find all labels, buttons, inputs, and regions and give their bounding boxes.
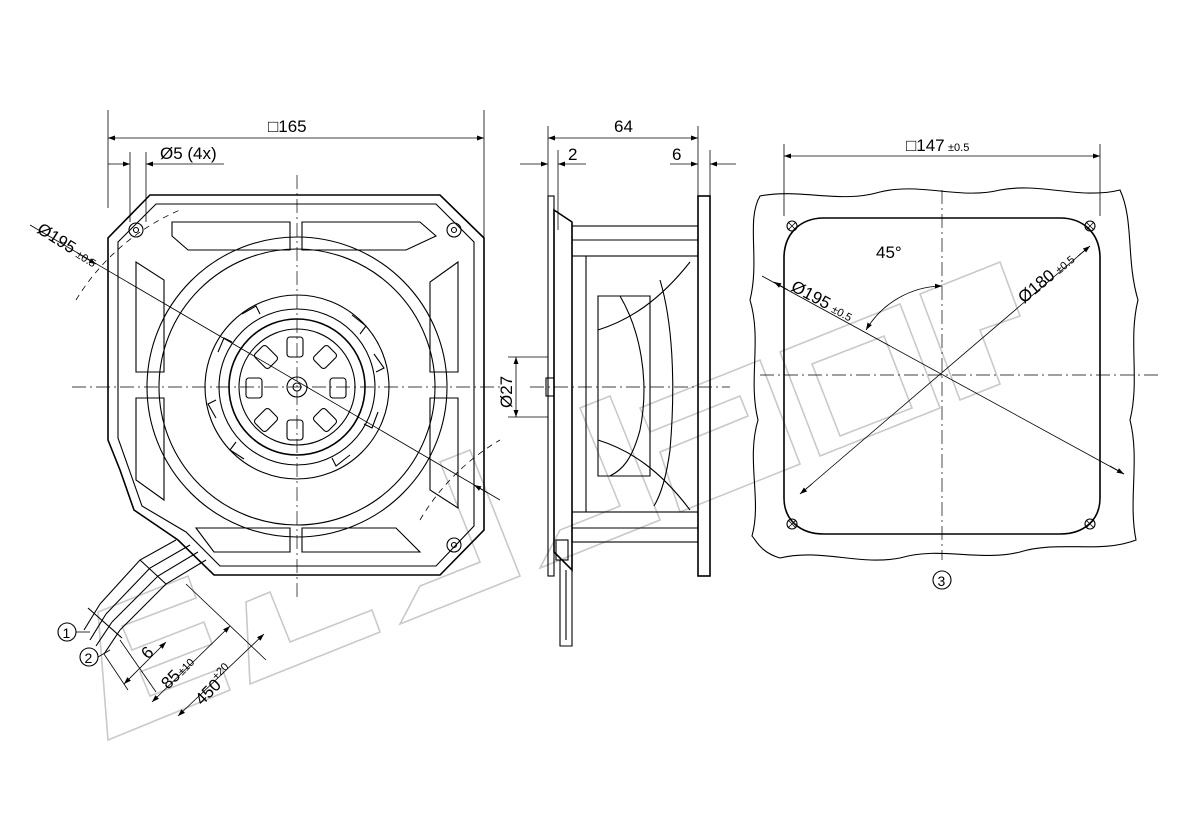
rear-plate	[547, 195, 555, 577]
mounting-hole	[446, 537, 462, 553]
callout-3-circle	[932, 570, 952, 590]
depth-dimension-label: 64	[614, 117, 633, 136]
hub-slots	[245, 336, 347, 441]
lead-450-dimension-line	[177, 633, 265, 717]
housing-bottom	[571, 511, 699, 543]
fan-frame-inner	[117, 203, 475, 567]
mounting-hole	[446, 222, 462, 238]
cutout-diag-180-tolerance: ±0.5	[1053, 254, 1077, 277]
diameter-leader-line	[29, 224, 501, 501]
blade-profile	[653, 279, 674, 507]
bolt-circle-arc	[419, 439, 501, 521]
front-view: □165 Ø5 (4x)	[29, 110, 501, 717]
angle-label: 45°	[876, 243, 902, 262]
cutout-width-tolerance: ±0.5	[948, 142, 969, 154]
fan-frame-outline	[107, 194, 485, 576]
cutout-diag-180-label: Ø180	[1014, 266, 1058, 307]
cutout-hole	[1084, 220, 1096, 232]
mounting-hole	[128, 222, 144, 238]
cutout-holes	[786, 220, 1096, 530]
extension-line	[103, 653, 129, 691]
callout-leader	[97, 649, 111, 658]
diagonal-arrow	[1109, 465, 1125, 475]
lead-6-label: 6	[137, 643, 157, 663]
diagonal-180	[799, 245, 1091, 495]
diagonal-195	[761, 275, 1125, 475]
panel-outline	[749, 187, 1139, 561]
callout-2-label: 2	[85, 650, 93, 666]
bolt-circle-label: Ø195	[34, 219, 79, 257]
cutout-diag-195-label: Ø195	[788, 277, 834, 313]
cutout-hole	[786, 518, 798, 530]
blade-profile	[597, 439, 691, 511]
diameter-arrow	[81, 255, 97, 265]
hole-dimension-label: Ø5 (4x)	[160, 144, 217, 163]
callout-1-label: 1	[63, 625, 71, 641]
bolt-circle-tolerance: ±0.5	[73, 249, 97, 270]
cutout-hole	[1084, 518, 1096, 530]
connector	[555, 539, 569, 561]
callout-3-label: 3	[938, 573, 946, 589]
cutout-width-label: □147	[906, 136, 945, 155]
mounting-hole-center	[450, 541, 458, 549]
diameter-arrow	[473, 484, 489, 494]
lead-exit	[559, 560, 573, 647]
side-view: 64 2 6 Ø27	[497, 117, 736, 647]
cutout-hole	[786, 220, 798, 232]
right-flange-label: 6	[672, 145, 681, 164]
mounting-holes	[128, 222, 462, 553]
cutout-view: □147 ±0.5 Ø195 ±0.5 Ø180 ±0.5	[749, 136, 1160, 590]
diagonal-arrow	[1077, 245, 1091, 257]
cutout-diag-195-tolerance: ±0.5	[829, 304, 853, 325]
housing-top	[571, 225, 699, 257]
impeller-blades	[207, 305, 385, 467]
frame-openings	[135, 221, 459, 553]
front-flange	[697, 195, 711, 577]
left-flange-label: 2	[568, 145, 577, 164]
diagonal-arrow	[799, 483, 813, 495]
mounting-hole-center	[450, 226, 458, 234]
hub-diameter-label: Ø27	[497, 376, 516, 408]
motor-body	[597, 295, 651, 477]
bolt-circle-arc	[75, 209, 181, 301]
diagonal-arrow	[773, 281, 789, 291]
rear-flange	[553, 208, 573, 572]
angle-arc	[865, 283, 943, 331]
lead-wires	[83, 539, 207, 655]
blade-profile	[609, 295, 645, 477]
mounting-hole-center	[132, 226, 140, 234]
watermark-logo	[97, 260, 1022, 742]
cutout-square	[783, 217, 1101, 535]
blade-profile	[597, 261, 691, 331]
width-dimension-label: □165	[268, 117, 307, 136]
